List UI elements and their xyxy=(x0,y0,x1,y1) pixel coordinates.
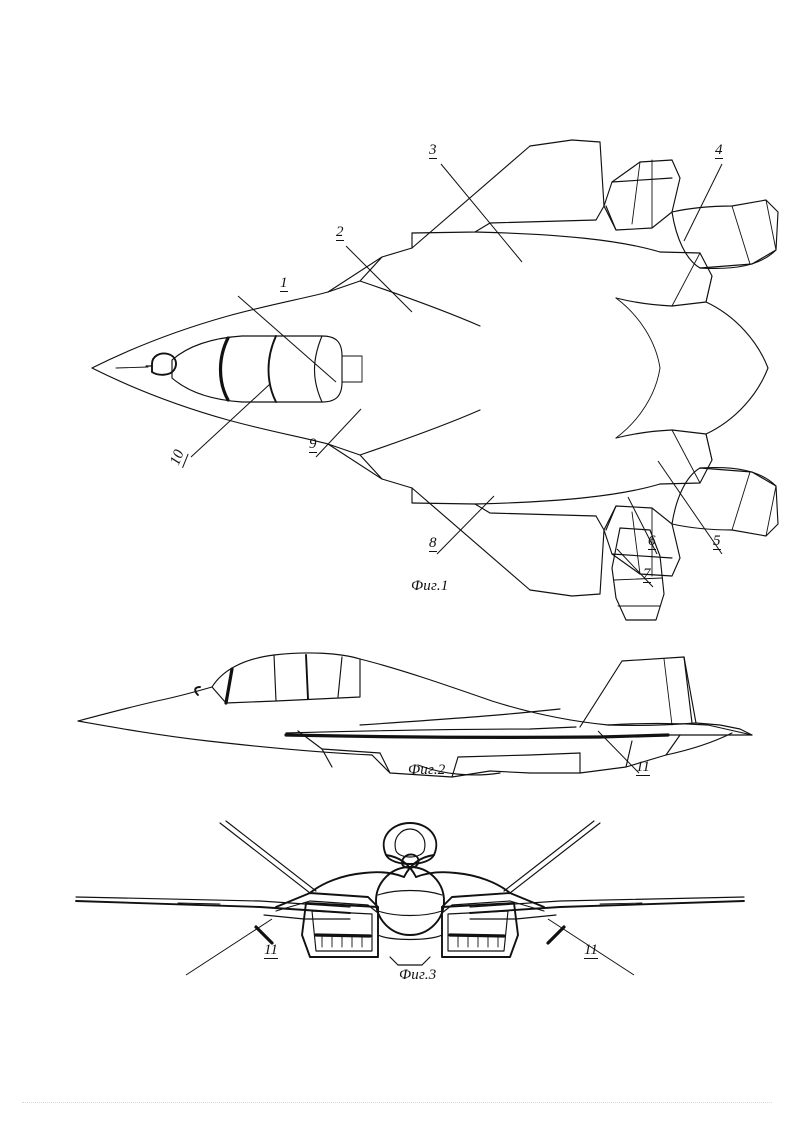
figure-2-drawing xyxy=(77,652,753,778)
side-stabilator-and-boom xyxy=(579,722,753,774)
callout-label-1: 1 xyxy=(280,275,288,292)
side-ventral-strake xyxy=(417,764,501,776)
chine-fold-lines xyxy=(327,256,481,480)
figure-3-caption: Фиг.3 xyxy=(399,967,437,983)
callout-label-5: 5 xyxy=(713,533,721,550)
figure-2-side-view xyxy=(60,625,760,800)
horizontal-stabilator-upper xyxy=(671,199,779,270)
callout-leaders-fig2 xyxy=(597,730,640,774)
callout-label-11-fig3-left: 11 xyxy=(264,942,278,959)
callout-label-9: 9 xyxy=(309,436,317,453)
front-intake-right xyxy=(441,902,519,958)
callout-label-7: 7 xyxy=(643,566,651,583)
figure-2-caption: Фиг.2 xyxy=(408,762,446,778)
front-vertical-tails xyxy=(219,820,601,894)
fuselage-outline-lower xyxy=(91,367,661,597)
front-callout-ticks xyxy=(254,925,566,945)
fuselage-outline xyxy=(91,139,661,369)
callout-label-2: 2 xyxy=(336,224,344,241)
callout-label-8: 8 xyxy=(429,535,437,552)
figure-1-caption: Фиг.1 xyxy=(411,578,449,594)
callout-label-11-fig3-right: 11 xyxy=(584,942,598,959)
page-bottom-rule xyxy=(22,1102,772,1103)
vertical-tail-lower xyxy=(603,505,681,577)
ventral-fin-lower xyxy=(611,527,665,621)
callout-label-6: 6 xyxy=(648,533,656,550)
horizontal-stabilator-lower xyxy=(671,466,779,537)
callout-leaders-fig1 xyxy=(190,163,723,588)
side-vertical-fin xyxy=(579,656,697,728)
figure-3-front-view xyxy=(60,815,760,1015)
front-canopy xyxy=(382,822,438,869)
callout-leaders-fig3 xyxy=(185,918,635,976)
callout-label-3: 3 xyxy=(429,142,437,159)
engine-nacelles xyxy=(615,251,769,485)
side-fuselage-lower xyxy=(77,720,733,778)
figure-1-top-view xyxy=(60,120,794,621)
side-wing xyxy=(284,708,753,739)
cockpit-canopy xyxy=(115,335,363,403)
front-wings xyxy=(75,896,745,914)
vertical-tail-upper xyxy=(603,159,681,231)
front-lower-body xyxy=(377,934,443,966)
side-canopy-frames xyxy=(194,654,361,705)
callout-label-11-fig2: 11 xyxy=(636,759,650,776)
front-intake-left xyxy=(301,902,379,958)
aft-spine-lines xyxy=(615,297,661,439)
front-wing-root-fairings xyxy=(263,892,557,920)
figure-1-drawing xyxy=(91,139,779,621)
front-fuselage-body xyxy=(309,854,511,894)
side-intake-lines xyxy=(297,730,581,778)
figure-3-drawing xyxy=(75,820,745,976)
callout-label-4: 4 xyxy=(715,142,723,159)
side-fuselage-upper xyxy=(77,652,697,726)
front-radome xyxy=(375,866,445,936)
